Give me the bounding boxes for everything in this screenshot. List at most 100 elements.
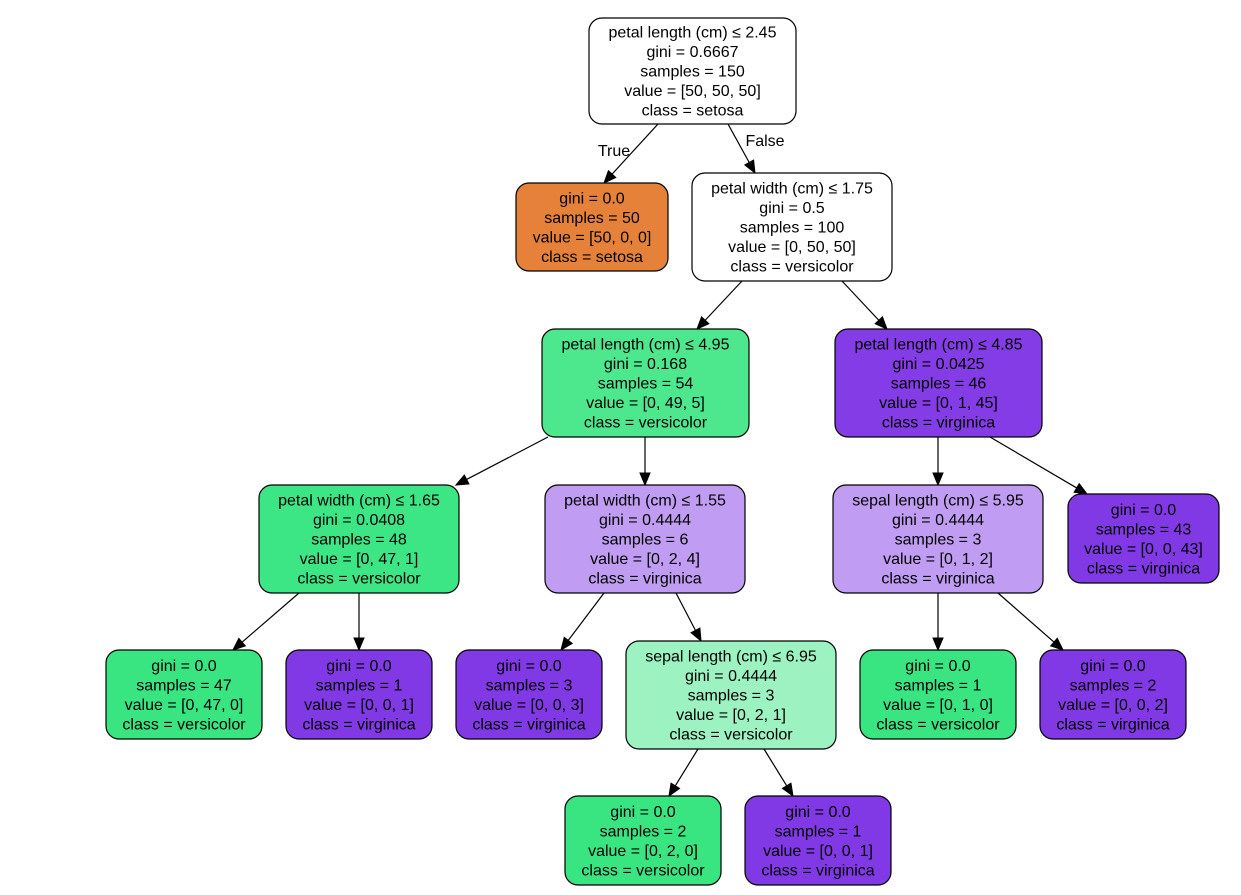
node-line: petal width (cm) ≤ 1.65	[278, 493, 440, 510]
node-box	[544, 484, 746, 594]
edge-line	[704, 280, 743, 321]
arrowhead-icon	[353, 637, 365, 652]
node-line: gini = 0.0	[905, 658, 970, 675]
tree-node-n7: sepal length (cm) ≤ 5.95 gini = 0.4444 sam…	[832, 484, 1044, 594]
node-line: samples = 1	[316, 677, 403, 694]
node-line: class = virginica	[1087, 560, 1200, 577]
node-box	[455, 649, 603, 740]
node-line: class = virginica	[472, 716, 585, 733]
edge-n7-n13	[932, 593, 944, 652]
node-box	[691, 172, 893, 282]
node-line: samples = 3	[895, 532, 982, 549]
edge-line	[241, 592, 300, 643]
node-line: samples = 3	[688, 688, 775, 705]
tree-node-n2: petal width (cm) ≤ 1.75 gini = 0.5 samples…	[691, 172, 893, 282]
node-line: petal width (cm) ≤ 1.75	[711, 181, 873, 198]
edge-n2-n3	[696, 280, 743, 330]
node-line: value = [0, 49, 5]	[586, 395, 705, 412]
arrowhead-icon	[690, 627, 702, 643]
node-line: value = [0, 0, 1]	[304, 697, 414, 714]
node-line: petal width (cm) ≤ 1.55	[564, 493, 726, 510]
edge-label-false: False	[745, 133, 784, 150]
node-line: samples = 150	[640, 64, 745, 81]
node-line: gini = 0.168	[604, 356, 687, 373]
arrowhead-icon	[696, 315, 710, 330]
node-line: samples = 54	[598, 376, 694, 393]
node-line: samples = 46	[891, 376, 987, 393]
node-line: value = [0, 47, 1]	[300, 551, 419, 568]
node-line: petal length (cm) ≤ 4.95	[562, 337, 730, 354]
node-line: samples = 2	[1070, 677, 1157, 694]
node-line: sepal length (cm) ≤ 5.95	[852, 493, 1024, 510]
edge-n7-n14	[997, 592, 1064, 651]
node-line: class = versicolor	[581, 862, 705, 879]
node-line: value = [0, 50, 50]	[728, 239, 856, 256]
node-line: samples = 3	[486, 677, 573, 694]
node-box	[625, 640, 837, 750]
arrowhead-icon	[743, 159, 756, 175]
node-line: value = [0, 0, 3]	[474, 697, 584, 714]
node-line: sepal length (cm) ≤ 6.95	[645, 649, 817, 666]
node-line: value = [50, 0, 0]	[533, 229, 652, 246]
edge-n3-n6	[639, 437, 651, 487]
node-line: samples = 100	[740, 220, 845, 237]
node-line: class = versicolor	[122, 716, 246, 733]
node-box	[1039, 649, 1187, 740]
arrowhead-icon	[1073, 482, 1089, 495]
node-line: value = [0, 0, 1]	[763, 843, 873, 860]
edge-line	[841, 280, 880, 321]
node-line: class = virginica	[881, 571, 994, 588]
edge-line	[567, 592, 605, 641]
tree-node-n3: petal length (cm) ≤ 4.95 gini = 0.168 samp…	[541, 328, 750, 438]
node-line: gini = 0.0	[1111, 502, 1176, 519]
node-line: value = [0, 1, 0]	[883, 697, 993, 714]
node-line: class = virginica	[882, 415, 995, 432]
edge-n2-n4	[841, 280, 888, 330]
node-line: value = [50, 50, 50]	[624, 83, 761, 100]
edge-n0-n2: False	[727, 123, 785, 175]
node-line: gini = 0.5	[759, 200, 824, 217]
node-line: gini = 0.4444	[892, 512, 984, 529]
node-line: class = setosa	[642, 103, 744, 120]
arrowhead-icon	[932, 637, 944, 652]
node-line: gini = 0.0	[496, 658, 561, 675]
edge-n0-n1: True	[598, 123, 659, 184]
node-line: class = virginica	[588, 571, 701, 588]
node-line: value = [0, 2, 0]	[588, 843, 698, 860]
node-line: class = virginica	[302, 716, 415, 733]
node-line: class = versicolor	[876, 716, 1000, 733]
edge-n6-n12	[675, 592, 702, 643]
edge-line	[675, 592, 696, 631]
node-line: gini = 0.0	[785, 804, 850, 821]
node-box	[834, 328, 1043, 438]
node-line: samples = 2	[600, 823, 687, 840]
arrowhead-icon	[781, 782, 794, 798]
node-box	[859, 649, 1017, 740]
node-line: gini = 0.0408	[313, 512, 405, 529]
node-line: value = [0, 2, 1]	[676, 707, 786, 724]
node-line: petal length (cm) ≤ 2.45	[609, 25, 777, 42]
edge-line	[989, 436, 1077, 489]
arrowhead-icon	[668, 782, 681, 798]
node-line: petal length (cm) ≤ 4.85	[855, 337, 1023, 354]
edge-n4-n8	[989, 436, 1089, 495]
arrowhead-icon	[454, 474, 470, 486]
node-line: class = versicolor	[669, 727, 793, 744]
edge-n3-n5	[454, 436, 549, 486]
node-line: value = [0, 2, 4]	[590, 551, 700, 568]
edge-line	[763, 748, 788, 787]
node-box	[1067, 493, 1220, 584]
node-box	[832, 484, 1044, 594]
node-line: class = virginica	[1056, 716, 1169, 733]
edge-n12-n15	[668, 748, 699, 798]
node-line: value = [0, 1, 2]	[883, 551, 993, 568]
arrowhead-icon	[232, 637, 247, 651]
arrowhead-icon	[1049, 637, 1064, 651]
